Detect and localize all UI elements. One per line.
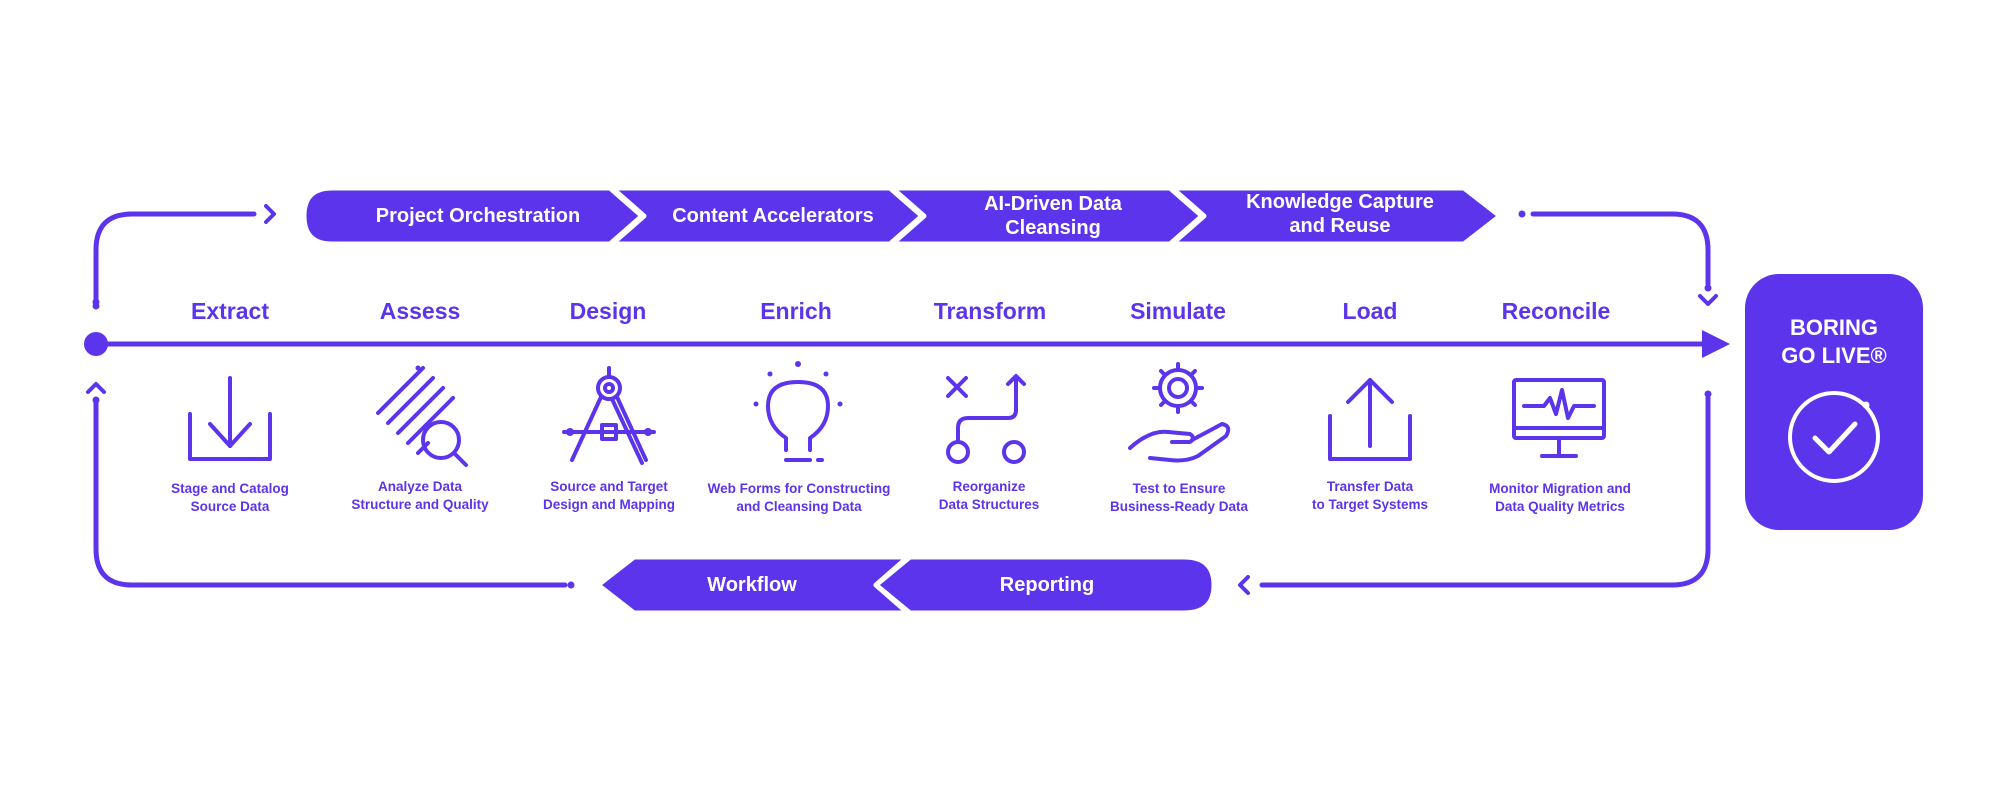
chevron-label-content-accelerators: Content Accelerators (672, 205, 874, 227)
stage-title-extract: Extract (191, 298, 269, 324)
stage-title-assess: Assess (379, 298, 461, 324)
stage-title-simulate: Simulate (1130, 298, 1226, 324)
gear-hand-icon (1128, 362, 1231, 463)
stage-title-enrich: Enrich (760, 298, 832, 324)
arrow-up-small (86, 382, 106, 394)
arrow-left-small (1238, 575, 1250, 595)
route-path-icon (946, 374, 1026, 464)
stage-title-transform: Transform (933, 298, 1047, 324)
stage-desc-design: Source and Target Design and Mapping (542, 479, 675, 512)
stage-desc-reconcile: Monitor Migration and Data Quality Metri… (1489, 481, 1631, 514)
go-live-box: BORING GO LIVE® (1745, 274, 1923, 530)
loop-top-right (1530, 211, 1711, 287)
stage-desc-extract: Stage and Catalog Source Data (171, 481, 289, 514)
stage-title-reconcile: Reconcile (1501, 298, 1611, 324)
chevron-label-reporting: Reporting (999, 574, 1095, 596)
loop-bottom-left (93, 397, 568, 588)
upload-tray-icon (1328, 378, 1412, 461)
stage-desc-transform: Reorganize Data Structures (938, 479, 1040, 512)
stage-desc-assess: Analyze Data Structure and Quality (351, 479, 489, 512)
drafting-compass-icon (562, 366, 656, 465)
lightbulb-icon (766, 380, 830, 462)
download-tray-icon (188, 376, 272, 461)
stage-desc-enrich: Web Forms for Constructing and Cleansing… (707, 481, 891, 514)
chevron-label-knowledge-capture: Knowledge Capture and Reuse (1246, 191, 1434, 237)
go-live-label: BORING GO LIVE® (1781, 315, 1887, 368)
stage-desc-simulate: Test to Ensure Business-Ready Data (1109, 481, 1249, 514)
stage-title-design: Design (569, 298, 647, 324)
main-arrow-head (1702, 330, 1730, 358)
loop-bottom-right (1259, 395, 1711, 588)
chevron-label-project-orchestration: Project Orchestration (375, 205, 581, 227)
check-circle-icon (1788, 391, 1880, 483)
monitor-pulse-icon (1512, 378, 1606, 458)
arrow-right-small (264, 204, 276, 224)
stage-desc-load: Transfer Data to Target Systems (1311, 479, 1429, 512)
loop-top-left (93, 211, 257, 305)
arrow-down-small (1698, 294, 1718, 306)
chevron-reporting (873, 554, 1217, 616)
chevron-knowledge-capture (1169, 185, 1503, 247)
start-dot (84, 332, 108, 356)
stage-title-load: Load (1342, 298, 1398, 324)
chevron-project-orchestration (301, 185, 645, 247)
chevron-label-ai-driven: AI-Driven Data Cleansing (984, 193, 1122, 239)
chevron-label-workflow: Workflow (707, 574, 797, 596)
magnifier-hatch-icon (376, 366, 468, 467)
